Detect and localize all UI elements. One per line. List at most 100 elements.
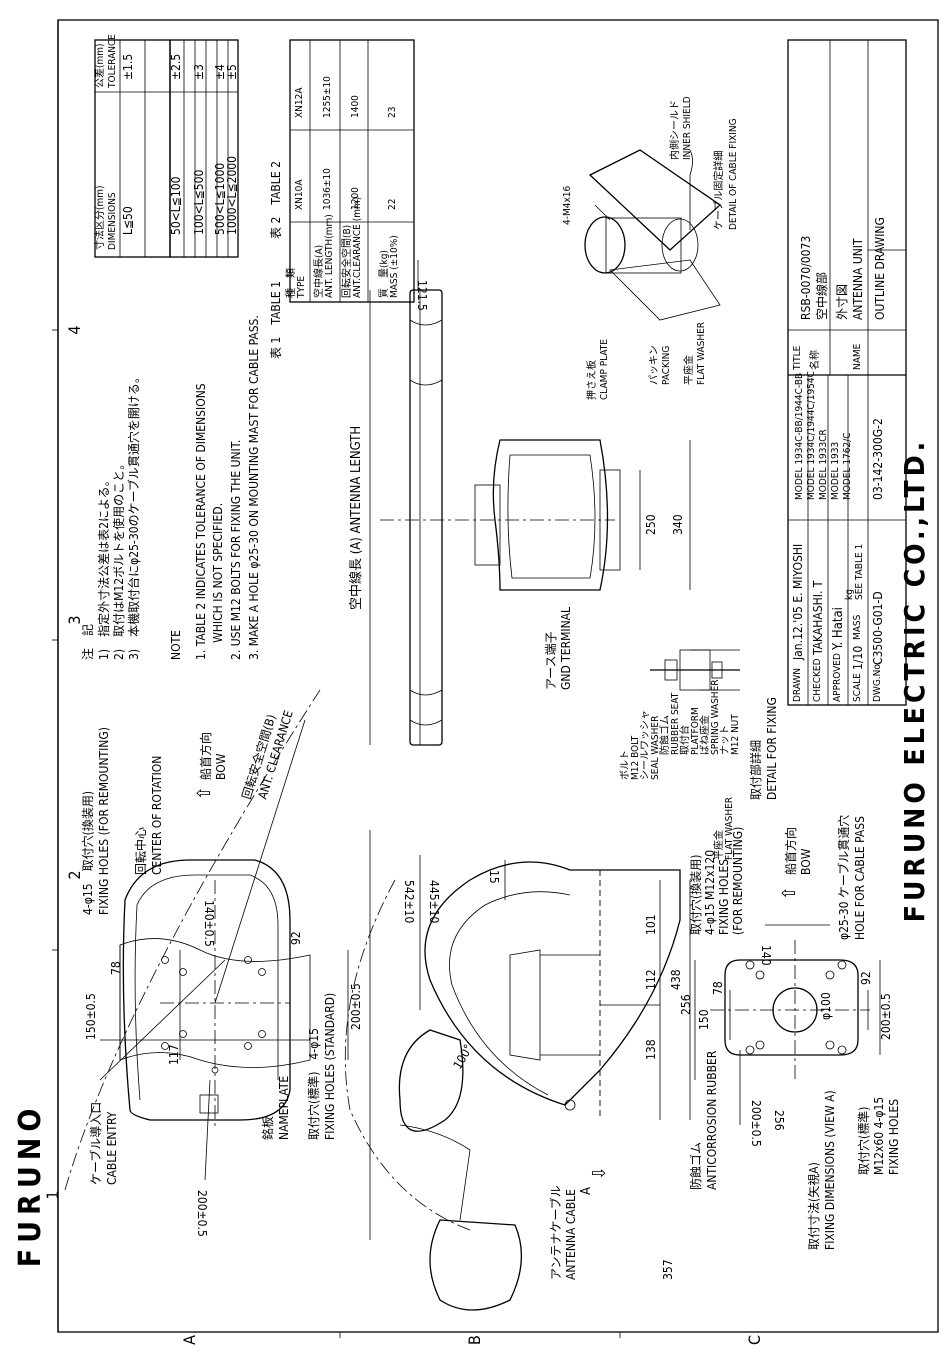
table2-tol: ±3 [192,64,206,80]
rubber-jp: 防蝕ゴム [658,715,671,755]
fixing-std-jp: 取付穴(標準) 4-φ15 [306,1028,321,1140]
table2-head2-en: TOLERANCE [107,34,118,89]
name-jp: 空中線部 [814,272,829,320]
cablepass-jp: φ25-30 ケーブル貫通穴 [836,815,851,940]
model-line-1: MODEL 1934C-BB/1944C-BB [794,373,805,500]
table1-grid [289,39,415,303]
table1-label-jp: 種 類 [284,268,297,298]
ruler-col-3: 3 [65,615,84,624]
cable-fixing-detail [584,149,722,321]
shield-label: INNER SHIELD [682,96,693,160]
table2-title: 表 2 TABLE 2 [269,161,283,239]
drawn-label: DRAWN [792,668,803,702]
checked-label: CHECKED [812,658,823,702]
bow-label: BOW [214,753,228,780]
title-block [787,39,907,706]
fix-dim-78: 78 [711,981,725,995]
dim-92: 92 [289,931,303,945]
dwgno-value-2: 03-142-300G-2 [871,418,885,500]
dim-200-a: 200±0.5 [349,983,363,1030]
bow2-jp: 船首方向 [783,827,798,875]
fix-dim-200-b: 200±0.5 [749,1100,763,1147]
company-name: FURUNO ELECTRIC CO.,LTD. [898,438,931,922]
shield-jp: 内側シールド [668,100,681,160]
ruler-col-4: 4 [65,325,84,334]
note-en-1: 1. TABLE 2 INDICATES TOLERANCE OF DIMENS… [194,383,208,660]
table1-label-jp: 質 量(kg) [377,250,390,298]
dim-542: 542±10 [402,880,416,924]
bow-jp: 船首方向 [198,732,213,780]
cablepass-label: HOLE FOR CABLE PASS [853,816,867,940]
outer-frame [57,19,939,1333]
dim-78: 78 [109,961,123,975]
ant-cable-label: ANTENNA CABLE [564,1189,578,1280]
dim-121-5: 121.5 [415,280,429,311]
name-value: ANTENNA UNIT [851,238,865,320]
drawn-value: Jan.12.'05 E. MIYOSHI [791,544,805,661]
table1-value-2: 1400 [350,95,361,118]
gnd-label: GND TERMINAL [559,607,573,690]
notes-heading-jp: 注 記 [80,624,95,660]
table1-label-en: ANT.CLEARANCE (mm) [352,197,363,298]
nameplate-label: NAMEPLATE [277,1076,291,1140]
bow2-label: BOW [799,848,813,875]
antenna-length-label: 空中線長 (A) ANTENNA LENGTH [348,426,364,610]
table1-value-1: 22 [387,199,398,210]
table2-head1-jp: 寸法区分(mm) [93,185,106,250]
table1-label-jp: 空中線長(A) [312,245,325,298]
clamp-jp: 押さえ板 [585,360,598,400]
scale-value: 1/10 [851,646,865,670]
detail-fix-jp: 取付部詳細 [748,740,763,800]
fix2a-label: M12x60 4-φ15 [872,1097,886,1175]
table1-value-1: 1036±10 [322,168,333,210]
screw-label: 4-M4x16 [562,185,573,225]
dim-15: 15 [487,870,501,884]
fix-dim-92: 92 [859,971,873,985]
fixdim-jp: 取付寸法(矢視A) [806,1162,821,1250]
table2-rows: L≦50±1.550<L≦100±2.5100<L≦500±3500<L≦100… [121,54,239,235]
bolt-jp: ボルト [619,750,631,780]
table1-value-2: 1255±10 [322,76,333,118]
note-en-3: 2. USE M12 BOLTS FOR FIXING THE UNIT. [229,440,243,660]
table2-head1-en: DIMENSIONS [107,192,118,250]
table2-dim: 500<L≦1000 [213,163,227,235]
cable-entry-jp: ケーブル導入口 [88,1102,103,1185]
table2-tol: ±4 [213,64,227,80]
ruler-row-a: A [180,1335,199,1345]
fix2b-label: FIXING HOLES [887,1099,901,1175]
bow-up-arrow-icon: ⇧ [194,786,215,800]
approved-label: APPROVED [832,653,843,702]
table2-dim: 100<L≦500 [192,170,206,235]
fix-dim-140: 140 [759,945,773,966]
cable-fix-label: DETAIL OF CABLE FIXING [728,118,739,230]
table1-label-en: MASS (±10%) [389,235,400,298]
fixing-rem-jp: 4-φ15 取付穴(換装用) [80,791,95,915]
name-label: NAME [852,343,863,370]
checked-value: TAKAHASHI. T [811,580,825,656]
anticorr-jp: 防蝕ゴム [688,1142,703,1190]
dim-357: 357 [661,1259,675,1280]
fix-dim-150: 150 [697,1009,711,1030]
center-label: CENTER OF ROTATION [150,756,164,875]
table2-dim: 50<L≦100 [169,176,183,235]
side-view [344,830,691,1311]
table2-tol: ±2.5 [169,54,183,80]
mass-unit: kg [844,589,855,600]
model-line-3: MODEL 1933CR [818,429,829,500]
packing-jp: パッキン [648,345,660,385]
dim-117: 117 [167,1044,181,1065]
fix-dim-256: 256 [772,1110,786,1131]
note-jp-2: 2) 取付はM12ボルトを使用のこと。 [111,458,126,660]
center-jp: 回転中心 [133,827,148,875]
fix2-jp: 取付穴(標準) [856,1107,871,1175]
dim-445: 445±10 [427,880,441,924]
anticorr-label: ANTICORROSION RUBBER [705,1050,719,1190]
rubber-label: RUBBER SEAT [670,692,681,755]
table2-tol: ±5 [225,64,239,80]
name-label-jp: 名称 [808,350,821,370]
clamp-label: CLAMP PLATE [599,339,610,400]
table1-value-2: 23 [387,107,398,118]
dim-250: 250 [644,514,658,535]
